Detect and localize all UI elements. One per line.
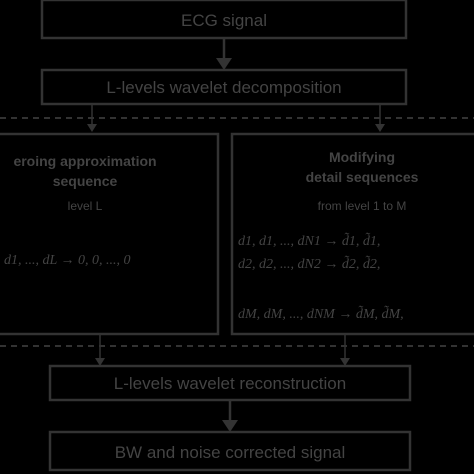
detail-row-1: d1, d1, ..., dN1 → d̃1, d̃1, [238,232,380,249]
approximation-title-1: eroing approximation [13,153,156,169]
decomposition-label: L-levels wavelet decomposition [106,78,341,97]
arrow-head-1 [216,58,232,70]
arrow-head-5 [340,358,350,366]
approximation-title-2: sequence [53,173,118,189]
approximation-panel [0,132,220,336]
arrow-head-4 [95,358,105,366]
arrow-head-3 [375,124,385,132]
arrow-head-6 [222,420,238,432]
output-label: BW and noise corrected signal [115,443,346,462]
ecg-signal-box [40,0,408,40]
detail-row-2: d2, d2, ..., dN2 → d̃2, d̃2, [238,255,380,272]
reconstruction-box [48,364,412,402]
detail-panel [230,132,474,336]
arrow-head-2 [87,124,97,132]
ecg-signal-label: ECG signal [181,11,267,30]
detail-row-3: dM, dM, ..., dNM → d̃M, d̃M, [238,305,404,322]
detail-title-2: detail sequences [306,169,419,185]
detail-range: from level 1 to M [318,199,407,213]
approximation-level: level L [68,199,103,213]
detail-title-1: Modifying [329,149,395,165]
approximation-formula: d1, ..., dL → 0, 0, ..., 0 [4,253,131,268]
reconstruction-label: L-levels wavelet reconstruction [114,374,346,393]
decomposition-box [40,68,408,106]
output-box [48,430,412,472]
